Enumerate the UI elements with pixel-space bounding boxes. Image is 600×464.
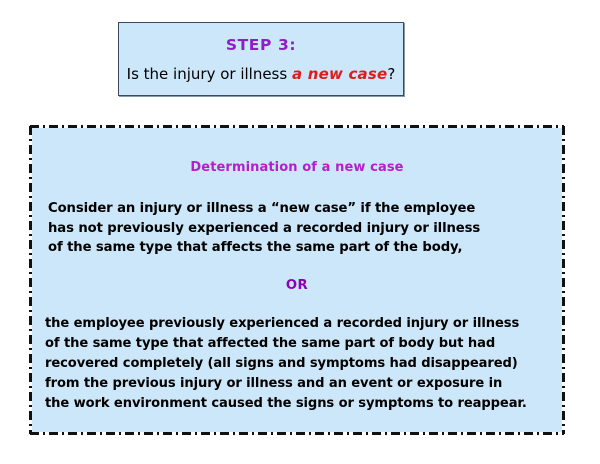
dashed-border-top	[30, 125, 564, 128]
definition-connector: OR	[285, 277, 309, 293]
definition-paragraph-1: Consider an injury or illness a “new cas…	[48, 201, 481, 255]
new-case-definition-box: Determination of a new case Consider an …	[29, 125, 565, 435]
dashed-border-left	[29, 126, 32, 434]
definition-paragraph-2: the employee previously experienced a re…	[45, 315, 527, 412]
step-question-suffix: ?	[387, 65, 396, 83]
step-question: Is the injury or illness a new case?	[119, 64, 403, 84]
dashed-border-right	[562, 126, 565, 434]
step-question-accent: a new case	[291, 65, 388, 83]
definition-heading: Determination of a new case	[190, 160, 404, 175]
step-title-box: STEP 3: Is the injury or illness a new c…	[118, 22, 404, 96]
dashed-border-bottom	[30, 432, 564, 435]
step-label: STEP 3:	[225, 36, 297, 54]
step-question-prefix: Is the injury or illness	[126, 65, 292, 83]
definition-content: Determination of a new case Consider an …	[32, 160, 562, 464]
